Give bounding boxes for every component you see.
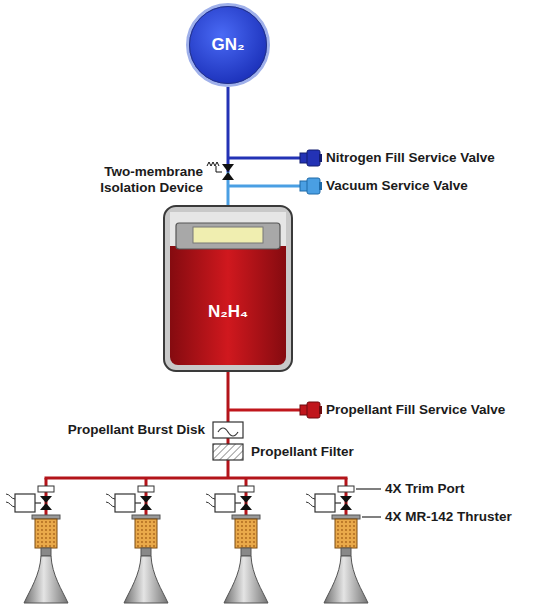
thruster-valve (240, 496, 252, 503)
catalyst-bed (235, 519, 257, 548)
solenoid (315, 494, 335, 512)
catalyst-bed (135, 519, 157, 548)
solenoid-link (235, 502, 241, 503)
tank-shell (164, 206, 292, 371)
solenoid (215, 494, 235, 512)
thruster-flange (232, 515, 260, 519)
valve-label: Propellant Fill Service Valve (326, 402, 505, 418)
component-label: Propellant Filter (251, 444, 354, 460)
filter-ground (213, 444, 243, 460)
gas-sphere: GN₂ (186, 3, 270, 87)
component-label: Propellant Burst Disk (68, 422, 205, 438)
leader-line (356, 488, 381, 489)
diaphragm-window (193, 227, 263, 243)
valve-label: Nitrogen Fill Service Valve (326, 150, 495, 166)
plumbing (6, 150, 381, 603)
vacuum-valve-tip (319, 182, 322, 190)
node-outline (163, 205, 293, 372)
thruster-valve (40, 503, 52, 510)
trim-port (38, 486, 54, 492)
node-text: GN₂ (211, 35, 244, 55)
leader-line (362, 516, 381, 517)
propellant-fill (170, 212, 286, 365)
nozzle-bell (224, 556, 268, 603)
nozzle-bell (324, 556, 368, 603)
solenoid (15, 494, 35, 512)
isolation-valve (222, 164, 234, 172)
solenoid-wires (306, 494, 315, 507)
gas-sphere-body (188, 5, 269, 86)
component-label: 4X MR-142 Thruster (385, 509, 512, 525)
thruster-valve (240, 503, 252, 510)
valve-label: Vacuum Service Valve (326, 178, 468, 194)
propellant-fill-valve-pipe (228, 409, 301, 412)
solenoid-link (135, 502, 141, 503)
propellant-manifold (46, 477, 346, 480)
burst-disk (213, 422, 243, 438)
thruster-valve (140, 503, 152, 510)
solenoid-link (335, 502, 341, 503)
solenoid (115, 494, 135, 512)
nitrogen-fill-valve-pipe (228, 157, 301, 160)
catalyst-bed (335, 519, 357, 548)
gas-sphere-ring (190, 7, 267, 84)
solenoid-link (35, 502, 41, 503)
vacuum-valve-cap (307, 178, 320, 194)
propellant-fill-valve-cap (307, 402, 320, 418)
nozzle-throat (341, 548, 351, 556)
device-label: Two-membrane Isolation Device (81, 164, 203, 196)
thruster-valve (340, 503, 352, 510)
thruster-valve (140, 496, 152, 503)
trim-port (238, 486, 254, 492)
trim-port (338, 486, 354, 492)
component-label: 4X Trim Port (385, 481, 465, 497)
catalyst-bed (35, 519, 57, 548)
propellant-tank: N₂H₄ (163, 205, 293, 372)
nozzle-throat (41, 548, 51, 556)
thruster-valve (40, 496, 52, 503)
node-text: N₂H₄ (208, 302, 248, 322)
propellant-filter (213, 444, 243, 460)
thruster-flange (132, 515, 160, 519)
isolation-spring (207, 162, 222, 172)
trim-port (138, 486, 154, 492)
nozzle-bell (124, 556, 168, 603)
thruster-valve (340, 496, 352, 503)
vacuum-valve-pipe (228, 185, 301, 188)
propellant-fill-valve-tip (319, 406, 322, 414)
isolation-valve (222, 172, 234, 180)
thruster-flange (332, 515, 360, 519)
diaphragm (176, 223, 280, 249)
nozzle-throat (241, 548, 251, 556)
solenoid-wires (6, 494, 15, 507)
burst-disk-symbol (218, 428, 238, 436)
nozzle-throat (141, 548, 151, 556)
nitrogen-fill-valve-cap (307, 150, 320, 166)
solenoid-wires (206, 494, 215, 507)
nitrogen-fill-valve-tip (319, 154, 322, 162)
thruster-flange (32, 515, 60, 519)
nozzle-bell (24, 556, 68, 603)
solenoid-wires (106, 494, 115, 507)
